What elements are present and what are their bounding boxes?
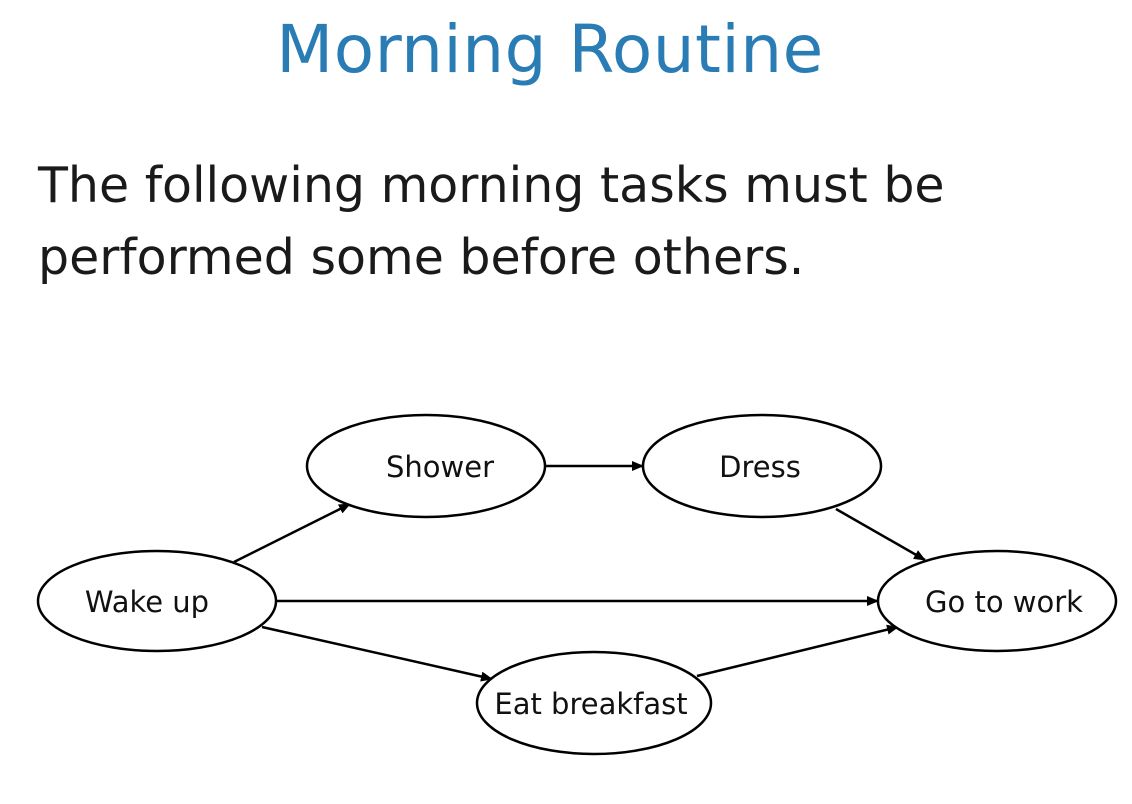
slide-description: The following morning tasks must be perf…: [38, 150, 1058, 294]
node-shower: Shower: [305, 413, 547, 519]
edge-dress-to-work: [835, 507, 926, 562]
edge-wake-to-shower: [233, 502, 351, 564]
node-label-go-to-work: Go to work: [925, 585, 1083, 619]
node-eat-breakfast: Eat breakfast: [475, 650, 713, 756]
node-label-eat-breakfast: Eat breakfast: [494, 687, 687, 721]
node-label-wake-up: Wake up: [85, 585, 209, 619]
node-label-shower: Shower: [386, 450, 494, 484]
edge-breakfast-to-work: [696, 624, 899, 678]
node-wake-up: Wake up: [36, 549, 278, 653]
slide-title: Morning Routine: [276, 11, 824, 88]
edge-wake-to-breakfast: [261, 625, 493, 682]
description-line-2: performed some before others.: [38, 229, 805, 286]
node-label-dress: Dress: [719, 450, 801, 484]
description-line-1: The following morning tasks must be: [38, 157, 945, 214]
node-dress: Dress: [641, 413, 883, 519]
node-go-to-work: Go to work: [876, 549, 1118, 653]
